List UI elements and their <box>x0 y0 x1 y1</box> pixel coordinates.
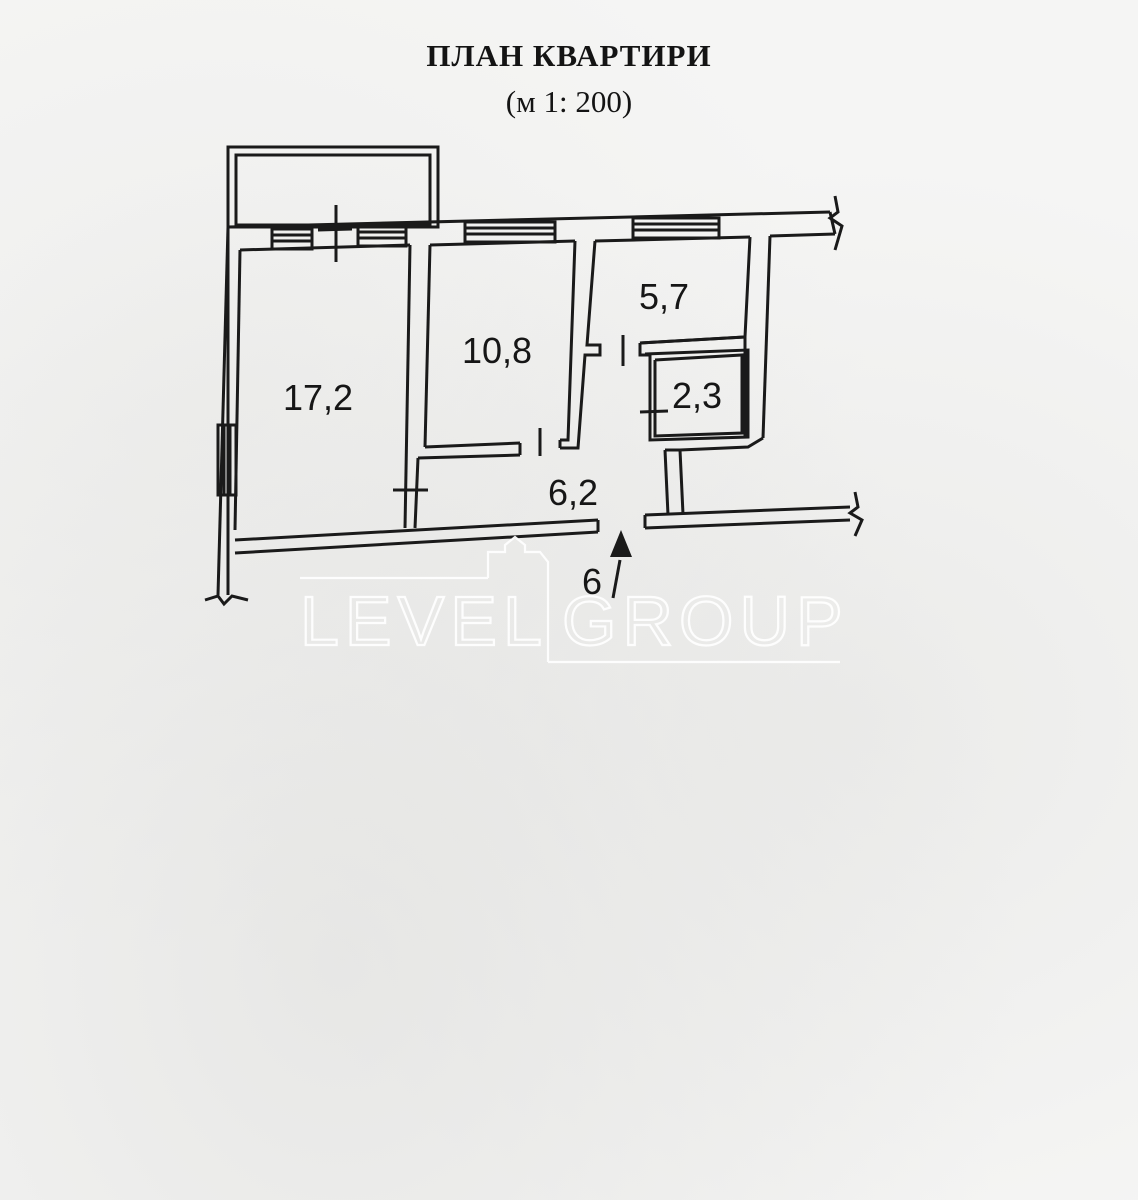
wall-break-mark-right <box>847 491 864 537</box>
balcony <box>226 145 440 229</box>
partition-hall-right <box>663 436 764 516</box>
wall-break-mark-bottom <box>204 594 249 607</box>
partition-room2-hall <box>417 441 522 460</box>
room-area-label: 10,8 <box>462 330 532 371</box>
door-room-4 <box>639 409 669 414</box>
room-area-label: 5,7 <box>639 276 689 317</box>
plan-scale: (м 1: 200) <box>505 84 633 119</box>
wall-bottom <box>234 505 851 555</box>
watermark-logo: LEVEL GROUP <box>299 535 849 664</box>
window-left <box>216 423 238 497</box>
watermark-text-left: LEVEL <box>300 582 548 660</box>
window-room-3 <box>631 216 721 240</box>
room-area-label: 6,2 <box>548 472 598 513</box>
watermark-text-right: GROUP <box>562 582 849 660</box>
balcony-door-mark <box>317 205 353 262</box>
entrance-label: 6 <box>582 561 602 602</box>
partition-room1-room2 <box>403 244 432 529</box>
room-area-label: 17,2 <box>283 377 353 418</box>
window-room-1-a <box>270 227 314 251</box>
plan-title: ПЛАН КВАРТИРИ <box>426 38 712 73</box>
wall-break-mark-top <box>827 195 844 251</box>
window-room-1-b <box>356 224 408 248</box>
entrance-arrow <box>610 530 632 599</box>
partition-room2-corridor <box>558 240 602 450</box>
window-room-2 <box>463 220 557 244</box>
room-area-label: 2,3 <box>672 375 722 416</box>
